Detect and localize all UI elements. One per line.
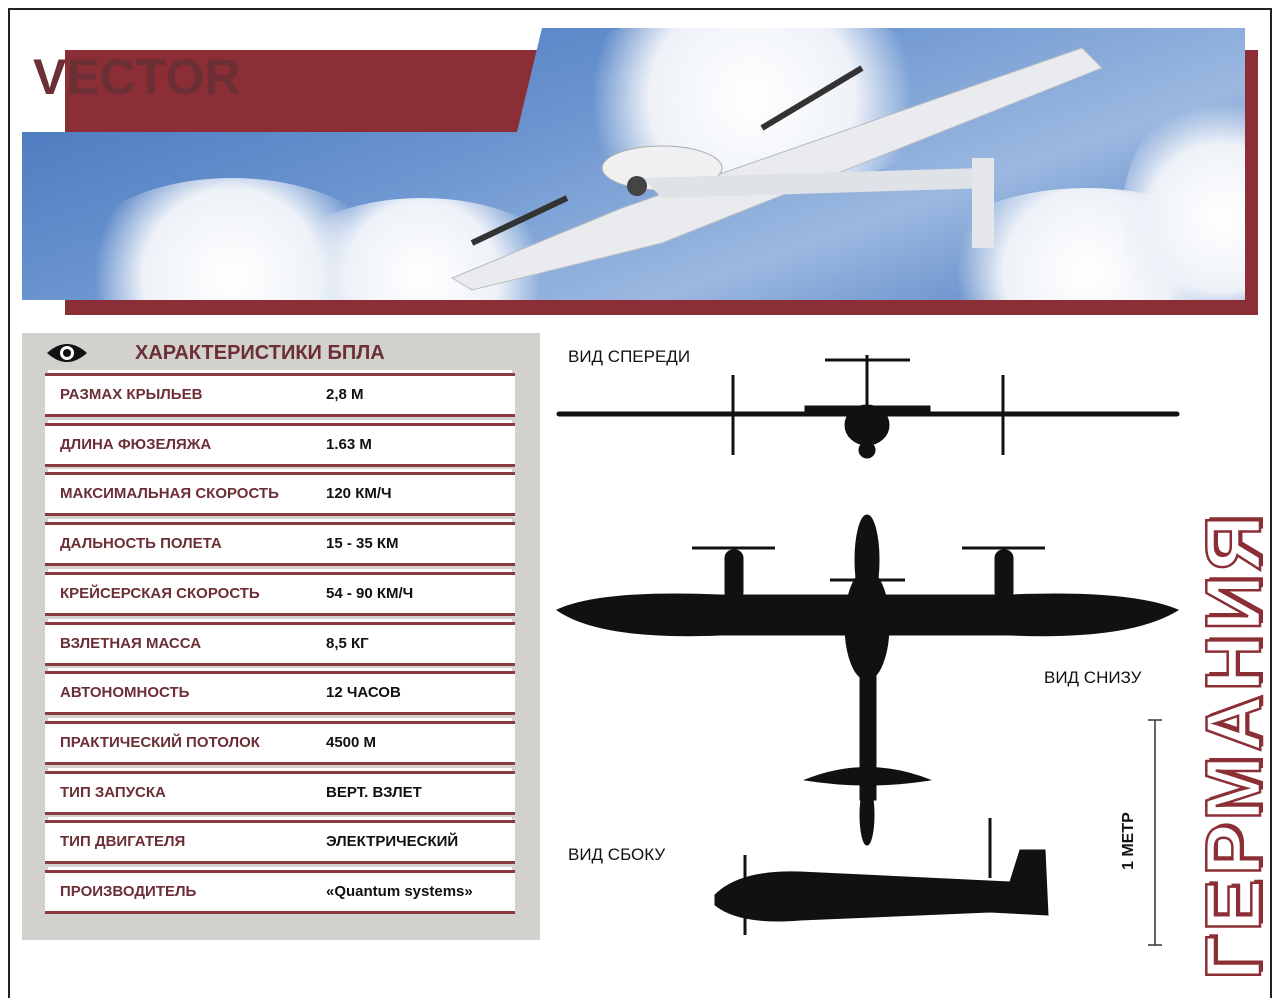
scale-label: 1 МЕТР (1120, 812, 1137, 870)
spec-row: ПРОИЗВОДИТЕЛЬ «Quantum systems» (45, 870, 515, 914)
specs-heading: ХАРАКТЕРИСТИКИ БПЛА (135, 342, 385, 364)
spec-value: «Quantum systems» (326, 883, 473, 900)
spec-value: 54 - 90 КМ/Ч (326, 584, 414, 602)
spec-label: РАЗМАХ КРЫЛЬЕВ (60, 386, 203, 403)
spec-value: 4500 М (326, 733, 377, 751)
spec-row: АВТОНОМНОСТЬ 12 ЧАСОВ (45, 671, 515, 716)
spec-value: 12 ЧАСОВ (326, 684, 401, 702)
spec-label: ДАЛЬНОСТЬ ПОЛЕТА (60, 535, 222, 553)
spec-value: ЭЛЕКТРИЧЕСКИЙ (326, 833, 459, 851)
spec-row: ТИП ДВИГАТЕЛЯ ЭЛЕКТРИЧЕСКИЙ (45, 820, 515, 865)
spec-label: МАКСИМАЛЬНАЯ СКОРОСТЬ (60, 485, 279, 503)
spec-row: ВЗЛЕТНАЯ МАССА 8,5 КГ (45, 621, 515, 666)
drone-title: VECTOR (33, 49, 241, 105)
spec-label: ПРОИЗВОДИТЕЛЬ (60, 883, 197, 900)
spec-value: 120 КМ/Ч (326, 485, 392, 503)
spec-value: 2,8 М (326, 386, 364, 403)
page-frame (8, 8, 1272, 998)
spec-value: 15 - 35 КМ (326, 535, 399, 553)
bottom-view-label: ВИД СНИЗУ (1044, 668, 1142, 687)
spec-label: КРЕЙСЕРСКАЯ СКОРОСТЬ (60, 584, 260, 602)
spec-label: АВТОНОМНОСТЬ (60, 684, 190, 702)
spec-label: ТИП ЗАПУСКА (60, 783, 166, 801)
spec-label: ТИП ДВИГАТЕЛЯ (60, 833, 186, 851)
spec-value: 8,5 КГ (326, 634, 369, 652)
spec-label: ВЗЛЕТНАЯ МАССА (60, 634, 202, 652)
spec-row: КРЕЙСЕРСКАЯ СКОРОСТЬ 54 - 90 КМ/Ч (45, 571, 515, 616)
side-view-label: ВИД СБОКУ (568, 845, 666, 864)
spec-row: РАЗМАХ КРЫЛЬЕВ 2,8 М (45, 373, 515, 417)
front-view-label: ВИД СПЕРЕДИ (568, 347, 691, 366)
spec-row: ТИП ЗАПУСКА ВЕРТ. ВЗЛЕТ (45, 770, 515, 815)
spec-row: ДЛИНА ФЮЗЕЛЯЖА 1.63 М (45, 422, 515, 467)
spec-row: ДАЛЬНОСТЬ ПОЛЕТА 15 - 35 КМ (45, 522, 515, 567)
spec-row: ПРАКТИЧЕСКИЙ ПОТОЛОК 4500 М (45, 720, 515, 765)
country-label: ГЕРМАНИЯ (1188, 510, 1279, 982)
spec-label: ДЛИНА ФЮЗЕЛЯЖА (60, 435, 212, 453)
spec-label: ПРАКТИЧЕСКИЙ ПОТОЛОК (60, 733, 260, 751)
drone-photo-banner (22, 28, 1245, 300)
eye-icon (47, 344, 87, 362)
spec-value: ВЕРТ. ВЗЛЕТ (326, 783, 422, 801)
spec-value: 1.63 М (326, 435, 372, 453)
drone-photo (450, 47, 1103, 291)
spec-row: МАКСИМАЛЬНАЯ СКОРОСТЬ 120 КМ/Ч (45, 472, 515, 517)
